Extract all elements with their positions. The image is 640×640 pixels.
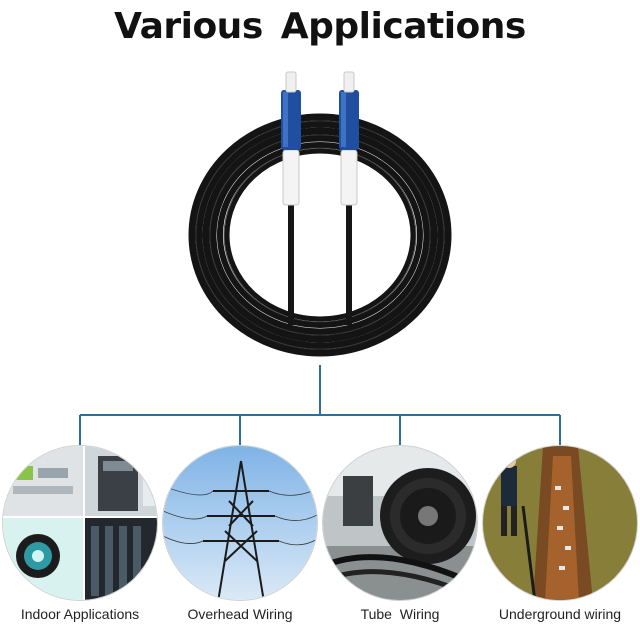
label-overhead: Overhead Wiring: [187, 606, 293, 622]
power-tower-photo: [162, 445, 318, 601]
page-title: Various Applications: [114, 6, 526, 47]
label-underground: Underground wiring: [498, 606, 622, 622]
label-tube: Tube Wiring: [360, 606, 440, 622]
lc-connector-left: [281, 71, 301, 206]
indoor-datacenter-photo: [2, 445, 158, 601]
cable-reel-photo: [322, 445, 478, 601]
label-indoor: Indoor Applications: [20, 606, 140, 622]
lc-connector-right: [339, 71, 359, 206]
trench-photo: [482, 445, 638, 601]
